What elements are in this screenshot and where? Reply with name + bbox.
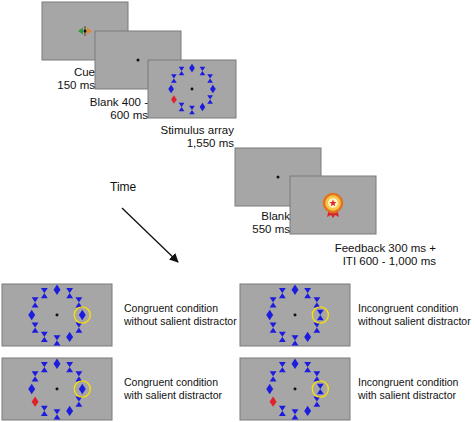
target-highlight	[74, 307, 90, 323]
search-array	[28, 285, 90, 346]
screen-caption: Cue 150 ms	[53, 66, 95, 92]
search-array	[28, 359, 90, 420]
salient-distractor	[270, 396, 277, 406]
condition-label: Congruent condition with salient distrac…	[124, 376, 238, 401]
condition-label: Incongruent condition with salient distr…	[358, 376, 472, 401]
target-highlight	[312, 381, 328, 397]
medal-star	[330, 200, 337, 207]
screen-background	[240, 358, 350, 420]
screen-frame: Blank 550 ms	[235, 148, 321, 206]
screen-background	[2, 284, 112, 346]
search-array	[168, 64, 216, 114]
fixation-dot	[277, 176, 280, 179]
cue-arrow	[78, 28, 83, 35]
search-array	[266, 285, 328, 346]
condition-panel: Incongruent condition with salient distr…	[240, 358, 350, 420]
screen-caption: Blank 550 ms	[245, 210, 290, 236]
target-highlight	[74, 381, 90, 397]
cue-arrow	[87, 28, 92, 35]
screen-frame: Stimulus array 1,550 ms	[148, 60, 236, 118]
screen-frame: Cue 150 ms	[42, 2, 128, 60]
fixation-dot	[137, 59, 140, 62]
fixation-dot	[294, 314, 297, 317]
screen-background	[290, 176, 376, 234]
fixation-dot	[56, 388, 59, 391]
medal-disc	[324, 194, 342, 212]
target-shape	[210, 85, 216, 94]
cue-symbol	[78, 26, 92, 36]
target-highlight	[312, 307, 328, 323]
condition-panel: Incongruent condition without salient di…	[240, 284, 350, 346]
axis-label: Time	[110, 180, 136, 194]
condition-panel: Congruent condition without salient dist…	[2, 284, 112, 346]
screen-caption: Stimulus array 1,550 ms	[154, 124, 234, 150]
ring-item	[270, 322, 277, 332]
fixation-dot	[191, 88, 194, 91]
screen-frame: Blank 400 - 600 ms	[95, 31, 181, 89]
screen-frame: Feedback 300 ms + ITI 600 - 1,000 ms	[290, 176, 376, 234]
target-shape	[79, 310, 86, 320]
medal-center	[328, 198, 338, 208]
fixation-dot	[56, 314, 59, 317]
fixation-dot	[294, 388, 297, 391]
condition-label: Incongruent condition without salient di…	[358, 302, 472, 327]
time-arrow	[122, 208, 178, 262]
target-shape	[79, 384, 86, 394]
search-array	[266, 359, 328, 420]
screen-background	[240, 284, 350, 346]
condition-label: Congruent condition without salient dist…	[124, 302, 238, 327]
fixation-dot	[84, 30, 87, 33]
screen-background	[2, 358, 112, 420]
screen-caption: Feedback 300 ms + ITI 600 - 1,000 ms	[321, 242, 436, 268]
salient-distractor	[32, 396, 39, 406]
ring-item	[32, 322, 39, 332]
screen-background	[148, 60, 236, 118]
target-shape	[317, 310, 324, 320]
condition-panel: Congruent condition with salient distrac…	[2, 358, 112, 420]
salient-distractor	[171, 95, 177, 104]
reward-medal	[324, 194, 342, 218]
cue-stem	[85, 26, 86, 36]
search-ring	[168, 64, 213, 114]
screen-caption: Blank 400 - 600 ms	[84, 96, 148, 122]
target-shape	[317, 384, 324, 394]
